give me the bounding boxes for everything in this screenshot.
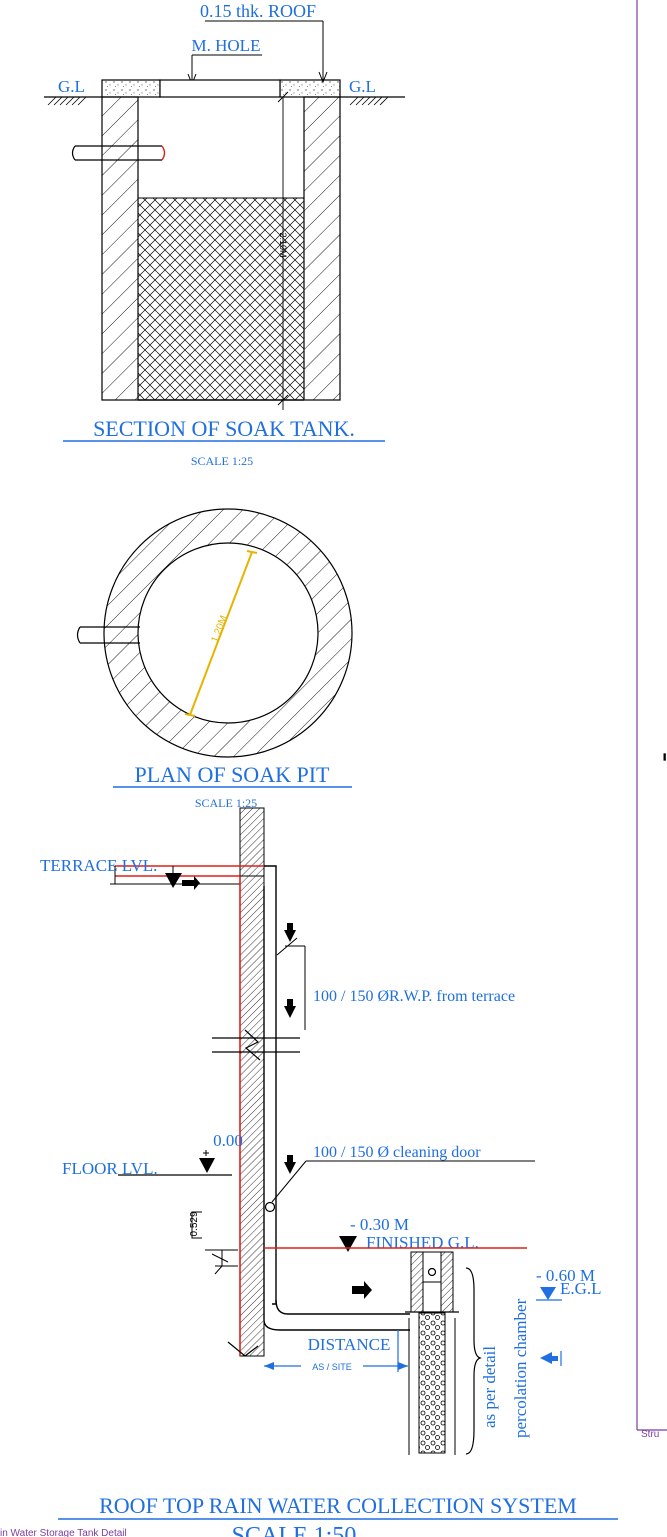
gl-right-label: G.L	[349, 77, 376, 96]
egl-label: E.G.L	[560, 1279, 602, 1298]
section-scale: SCALE 1:25	[191, 454, 253, 468]
manhole-opening	[159, 79, 281, 98]
building-wall	[239, 875, 265, 1357]
percolation-gravel	[418, 1312, 446, 1454]
rwp-pipe-outer	[264, 865, 277, 1305]
section-soak-tank: 0.15 thk. ROOF M. HOLE G.L G.L	[44, 1, 405, 468]
finished-gl-value: - 0.30 M	[350, 1215, 409, 1234]
rwp-label: 100 / 150 ØR.W.P. from terrace	[313, 988, 515, 1005]
floor-label: FLOOR LVL.	[62, 1159, 158, 1178]
sheet-side-glyph: -	[650, 752, 667, 762]
roof-slab-right	[279, 79, 341, 98]
percolation-chamber-label: percolation chamber	[511, 1298, 530, 1438]
cleaning-door-label: 100 / 150 Ø cleaning door	[313, 1144, 481, 1161]
chamber-wall-left	[410, 1251, 424, 1313]
plan-scale: SCALE 1:25	[195, 796, 257, 810]
rainwater-title: ROOF TOP RAIN WATER COLLECTION SYSTEM	[99, 1493, 577, 1518]
chamber-wall-right	[440, 1251, 454, 1313]
small-dimension-label: 0.529	[189, 1211, 200, 1236]
depth-dimension-label: 2.10M	[278, 232, 288, 257]
plan-soak-pit: 1.20M PLAN OF SOAK PIT SCALE 1:25	[76, 508, 353, 810]
rainwater-system: TERRACE LVL. 100 / 150 ØR.W.P. from terr…	[40, 807, 618, 1537]
roof-label: 0.15 thk. ROOF	[200, 1, 316, 21]
egl-value: - 0.60 M	[536, 1266, 595, 1285]
plan-title: PLAN OF SOAK PIT	[135, 762, 331, 787]
gl-left-label: G.L	[58, 77, 85, 96]
sheet-side-label: Stru	[641, 1429, 659, 1440]
parapet-wall	[239, 807, 265, 877]
as-per-detail-label: as per detail	[480, 1346, 499, 1428]
floor-value: 0.00	[213, 1131, 243, 1150]
footer-label: in Water Storage Tank Detail	[0, 1528, 127, 1537]
finished-gl-label: FINISHED G.L.	[366, 1233, 479, 1252]
tank-wall-right	[303, 96, 341, 401]
chamber-brace	[465, 1267, 482, 1455]
manhole-label: M. HOLE	[192, 36, 261, 55]
pit-inner-circle	[137, 542, 319, 724]
section-title: SECTION OF SOAK TANK.	[93, 416, 355, 441]
rwp-pipe-bend	[275, 1299, 410, 1315]
cleaning-door-cap	[264, 1201, 276, 1213]
terrace-label: TERRACE LVL.	[40, 856, 157, 875]
distance-sub-label: AS / SITE	[312, 1362, 352, 1372]
roof-slab-left	[101, 79, 161, 98]
rwp-pipe-bottom	[263, 1319, 410, 1331]
diameter-dimension-line	[189, 551, 253, 716]
distance-label: DISTANCE	[308, 1335, 391, 1354]
rainwater-scale: SCALE 1:50	[232, 1523, 357, 1537]
tank-wall-left	[101, 96, 139, 401]
filter-media	[137, 197, 305, 401]
